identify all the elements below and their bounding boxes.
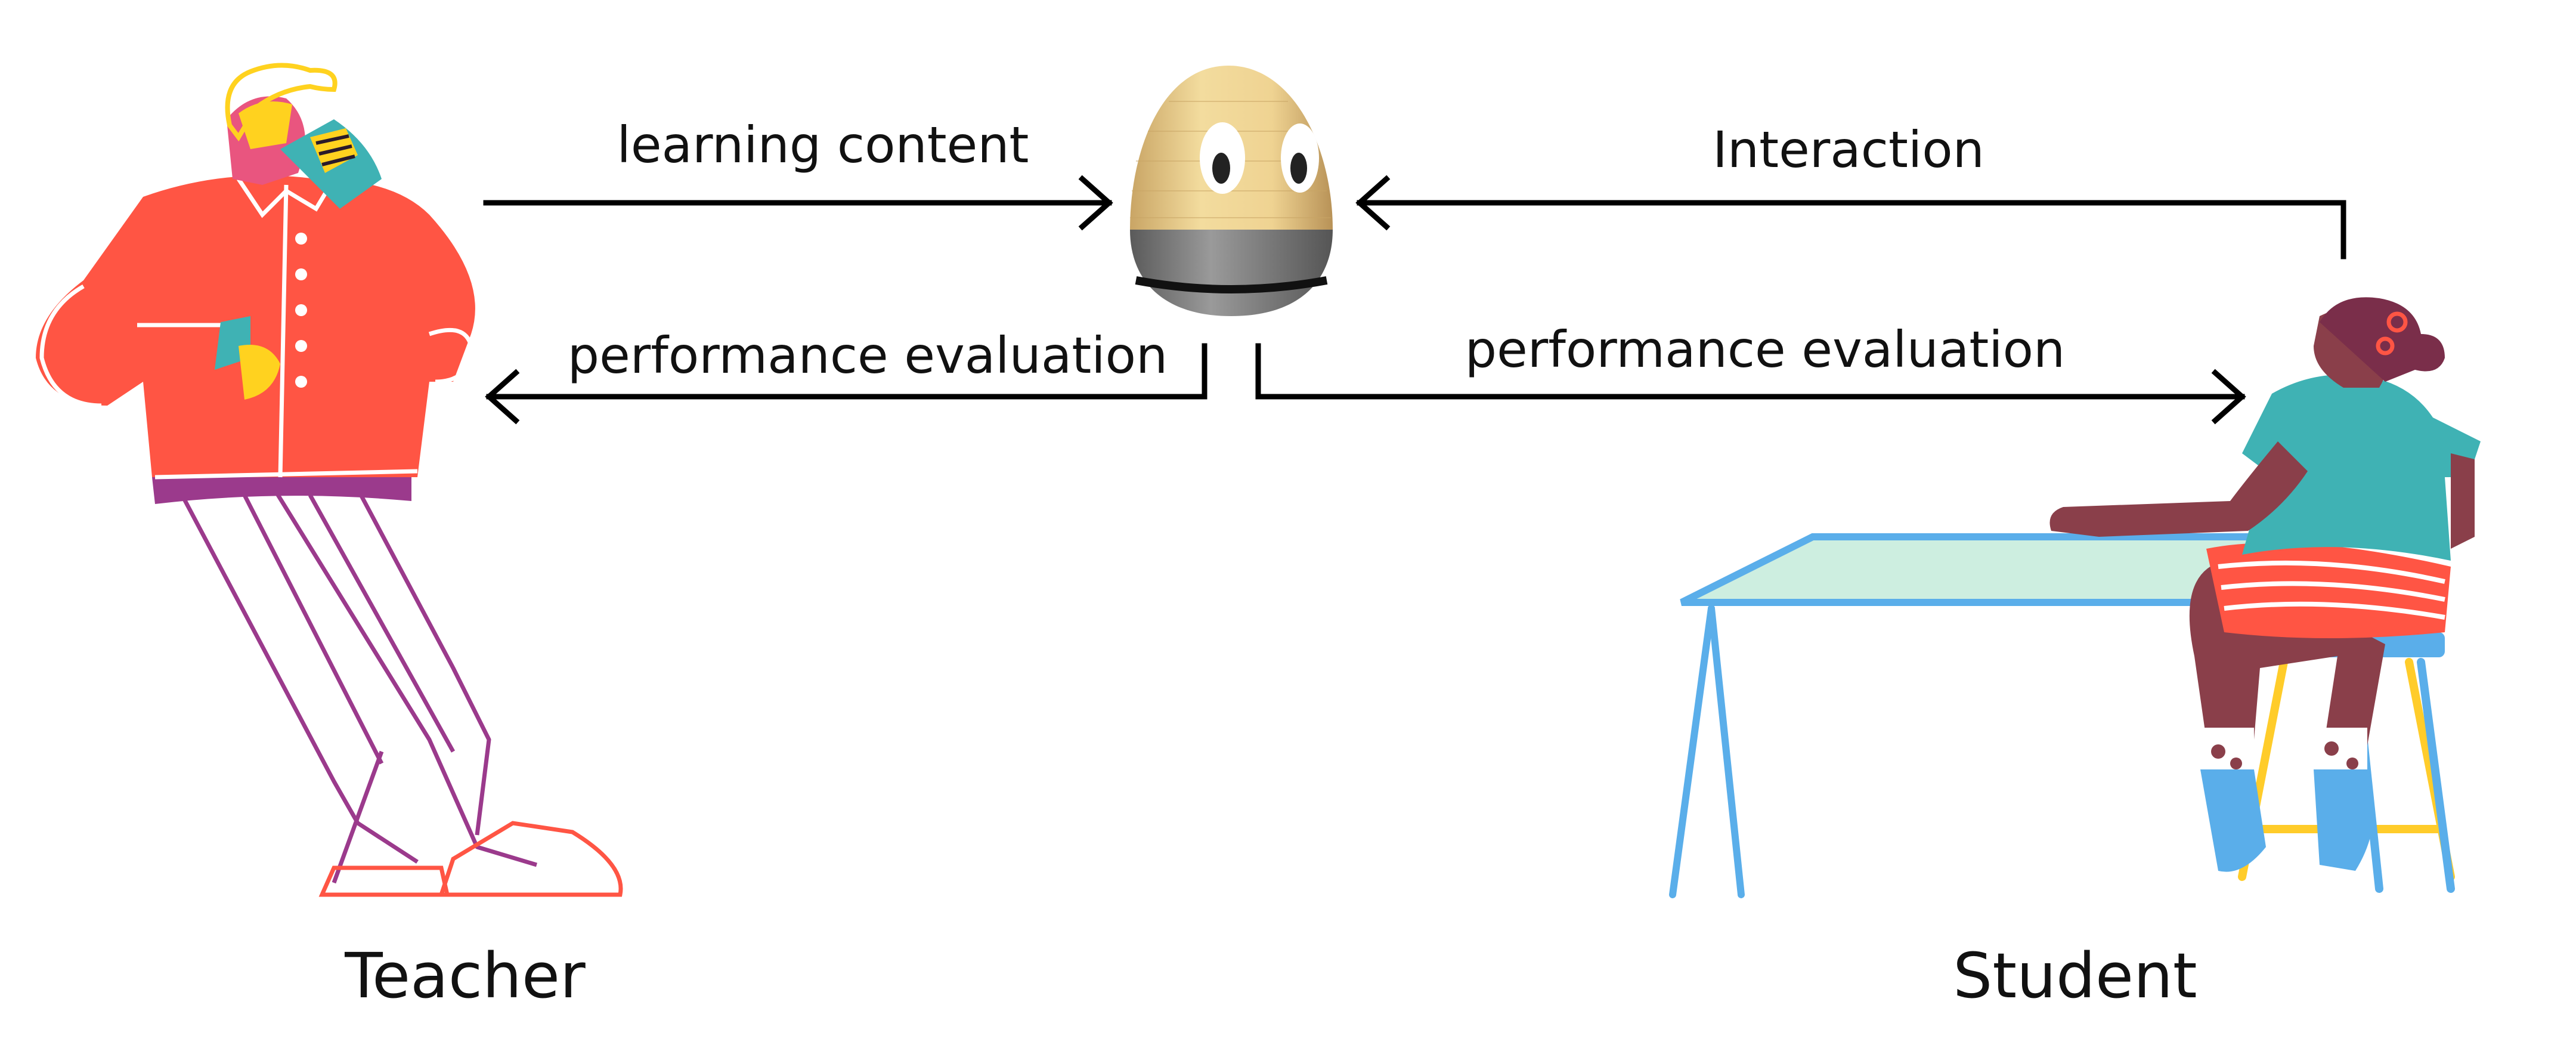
edge-label-performance-evaluation-student: performance evaluation: [1465, 320, 2065, 379]
edge-label-learning-content: learning content: [617, 116, 1029, 174]
robot-base: [1130, 230, 1333, 316]
table: [1669, 533, 2336, 898]
edge-interaction: [1355, 175, 2346, 259]
student-at-desk-illustration: [1669, 297, 2481, 898]
edge-learning-content: [483, 175, 1113, 231]
teacher-jacket-details: [39, 178, 473, 480]
node-label-teacher: Teacher: [344, 939, 586, 1012]
edges: [483, 175, 2346, 425]
student-shorts: [2206, 543, 2451, 638]
teacher-buttons: [295, 233, 307, 388]
teacher-hair: [225, 63, 338, 142]
student-socks: [2200, 728, 2367, 775]
edge-performance-evaluation-teacher: [485, 343, 1208, 425]
teacher-trousers: [177, 488, 538, 884]
edge-performance-evaluation-student: [1255, 343, 2246, 425]
node-label-student: Student: [1953, 939, 2197, 1012]
teacher-illustration: [36, 63, 623, 897]
teacher-shoes: [318, 821, 623, 897]
edge-label-performance-evaluation-teacher: performance evaluation: [568, 326, 1168, 385]
teacher-jacket: [36, 175, 475, 477]
student-shirt: [2242, 375, 2481, 561]
student-arm: [2049, 441, 2308, 537]
egg-robot-illustration: [1130, 66, 1333, 316]
robot-eyes: [1200, 122, 1319, 194]
edge-label-interaction: Interaction: [1713, 120, 1984, 179]
